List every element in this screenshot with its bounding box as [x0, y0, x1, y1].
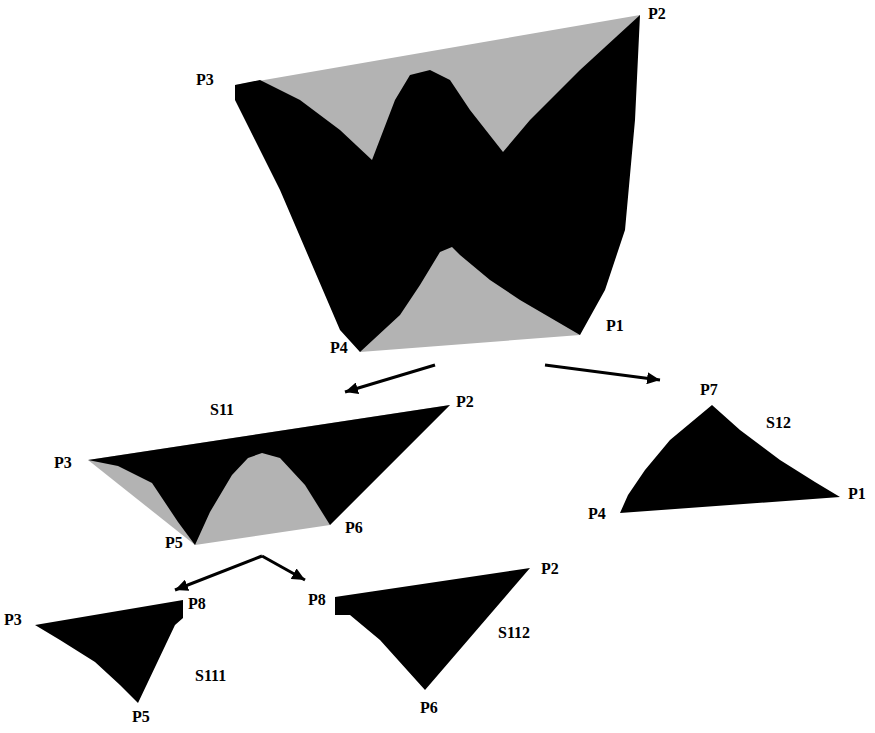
point-label: P7: [700, 382, 718, 398]
shape-region: S11 P2P3P5 P6: [50, 392, 480, 556]
point-label: P8: [188, 596, 206, 612]
point-label: P6: [345, 520, 363, 536]
decomposition-shape: [195, 2, 680, 365]
decomposition-shape: [2, 590, 255, 731]
shape-fill: [235, 15, 640, 352]
point-label: P3: [4, 612, 22, 628]
shape-region: P3 P8S111P5: [2, 590, 255, 731]
point-label: P6: [420, 700, 438, 716]
split-arrow: [545, 365, 660, 380]
point-label: P1: [606, 318, 624, 334]
point-label: P2: [456, 394, 474, 410]
point-label: P3: [54, 455, 72, 471]
split-arrow: [175, 556, 262, 590]
shape-fill: [88, 405, 450, 545]
shape-region: P8 P2S112P6: [305, 560, 575, 725]
shape-name: S11: [210, 402, 234, 418]
shape-fill: [35, 600, 183, 703]
shape-region: P7S12P4 P1: [585, 380, 873, 528]
shape-name: S12: [766, 415, 791, 431]
shape-fill: [235, 15, 640, 352]
split-arrow: [345, 365, 435, 392]
point-label: P1: [848, 486, 866, 502]
point-label: P5: [132, 709, 150, 725]
point-label: P3: [196, 72, 214, 88]
shape-region: P3 P2P4 P1: [195, 2, 680, 365]
shape-fill: [335, 568, 530, 690]
split-arrow: [262, 556, 305, 580]
shape-name: S112: [498, 625, 530, 641]
shape-fill: [88, 405, 450, 545]
decomposition-shape: [50, 392, 480, 556]
shape-name: S111: [195, 668, 226, 684]
shape-fill: [620, 405, 840, 513]
point-label: P8: [308, 592, 326, 608]
point-label: P4: [588, 506, 606, 522]
point-label: P2: [648, 6, 666, 22]
decomposition-shape: [585, 380, 873, 528]
point-label: P2: [541, 561, 559, 577]
point-label: P5: [165, 535, 183, 551]
point-label: P4: [330, 340, 348, 356]
decomposition-shape: [305, 560, 575, 725]
